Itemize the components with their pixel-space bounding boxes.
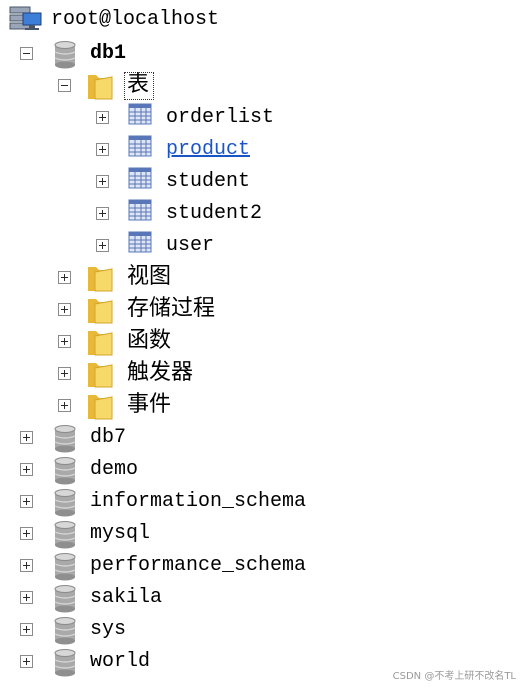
database-icon — [54, 41, 76, 69]
table-label: orderlist — [166, 106, 275, 129]
folder-label: 事件 — [127, 392, 172, 417]
folder-label: 存储过程 — [127, 296, 216, 321]
tree-row-server[interactable]: root@localhost — [0, 4, 530, 36]
folder-icon — [88, 363, 113, 388]
expand-table-toggle[interactable] — [96, 175, 109, 188]
folder-icon — [88, 331, 113, 356]
tree-row-table-selected[interactable]: product — [0, 134, 530, 166]
database-icon — [54, 489, 76, 517]
database-label: world — [90, 650, 151, 673]
database-label: information_schema — [90, 490, 307, 513]
database-icon — [54, 521, 76, 549]
tree-row-table[interactable]: user — [0, 230, 530, 262]
expand-database-toggle[interactable] — [20, 591, 33, 604]
expand-database-toggle[interactable] — [20, 655, 33, 668]
database-label: db7 — [90, 426, 127, 449]
focus-outline — [124, 72, 154, 100]
expand-database-toggle[interactable] — [20, 431, 33, 444]
database-icon — [54, 457, 76, 485]
table-label: student — [166, 170, 251, 193]
expand-database-toggle[interactable] — [20, 559, 33, 572]
folder-label: 函数 — [127, 328, 172, 353]
table-icon — [128, 135, 152, 157]
database-label: performance_schema — [90, 554, 307, 577]
table-icon — [128, 231, 152, 253]
tree-row-database[interactable]: db7 — [0, 422, 530, 454]
tree-row-table[interactable]: student2 — [0, 198, 530, 230]
tree-row-folder[interactable]: 触发器 — [0, 358, 530, 390]
tree-row-folder[interactable]: 存储过程 — [0, 294, 530, 326]
expand-database-toggle[interactable] — [20, 527, 33, 540]
folder-icon — [88, 299, 113, 324]
database-icon — [54, 617, 76, 645]
database-label: mysql — [90, 522, 151, 545]
table-label: user — [166, 234, 215, 257]
expand-folder-toggle[interactable] — [58, 303, 71, 316]
expand-folder-toggle[interactable] — [58, 335, 71, 348]
watermark: CSDN @不考上研不改名TL — [392, 671, 516, 682]
tree-row-db1[interactable]: db1 — [0, 38, 530, 70]
tree-row-database[interactable]: sakila — [0, 582, 530, 614]
expand-folder-toggle[interactable] — [58, 399, 71, 412]
tree-row-database[interactable]: performance_schema — [0, 550, 530, 582]
database-label: sakila — [90, 586, 163, 609]
collapse-tables-toggle[interactable] — [58, 79, 71, 92]
tree-row-database[interactable]: world — [0, 646, 530, 678]
folder-label: 视图 — [127, 264, 172, 289]
folder-icon — [88, 267, 113, 292]
database-label: demo — [90, 458, 139, 481]
server-icon — [9, 6, 42, 30]
expand-database-toggle[interactable] — [20, 623, 33, 636]
tree-row-folder[interactable]: 事件 — [0, 390, 530, 422]
expand-table-toggle[interactable] — [96, 111, 109, 124]
server-label: root@localhost — [51, 8, 220, 31]
expand-table-toggle[interactable] — [96, 207, 109, 220]
tree-row-tables-folder[interactable]: 表 — [0, 70, 530, 102]
expand-folder-toggle[interactable] — [58, 271, 71, 284]
collapse-db1-toggle[interactable] — [20, 47, 33, 60]
database-label: sys — [90, 618, 127, 641]
folder-label: 触发器 — [127, 360, 194, 385]
tree-row-database[interactable]: demo — [0, 454, 530, 486]
tables-folder-label: 表 — [127, 72, 150, 97]
tree-row-table[interactable]: orderlist — [0, 102, 530, 134]
tree-row-table[interactable]: student — [0, 166, 530, 198]
table-icon — [128, 103, 152, 125]
folder-icon — [88, 395, 113, 420]
expand-table-toggle[interactable] — [96, 143, 109, 156]
tree-row-database[interactable]: mysql — [0, 518, 530, 550]
database-icon — [54, 425, 76, 453]
tree-row-database[interactable]: information_schema — [0, 486, 530, 518]
expand-database-toggle[interactable] — [20, 463, 33, 476]
table-icon — [128, 167, 152, 189]
database-icon — [54, 649, 76, 677]
database-icon — [54, 553, 76, 581]
expand-database-toggle[interactable] — [20, 495, 33, 508]
tree-row-database[interactable]: sys — [0, 614, 530, 646]
table-icon — [128, 199, 152, 221]
tree-row-folder[interactable]: 函数 — [0, 326, 530, 358]
table-label: student2 — [166, 202, 263, 225]
folder-icon — [88, 75, 113, 100]
expand-folder-toggle[interactable] — [58, 367, 71, 380]
tree-row-folder[interactable]: 视图 — [0, 262, 530, 294]
table-label-link[interactable]: product — [166, 138, 251, 161]
database-icon — [54, 585, 76, 613]
db1-label: db1 — [90, 42, 127, 65]
expand-table-toggle[interactable] — [96, 239, 109, 252]
